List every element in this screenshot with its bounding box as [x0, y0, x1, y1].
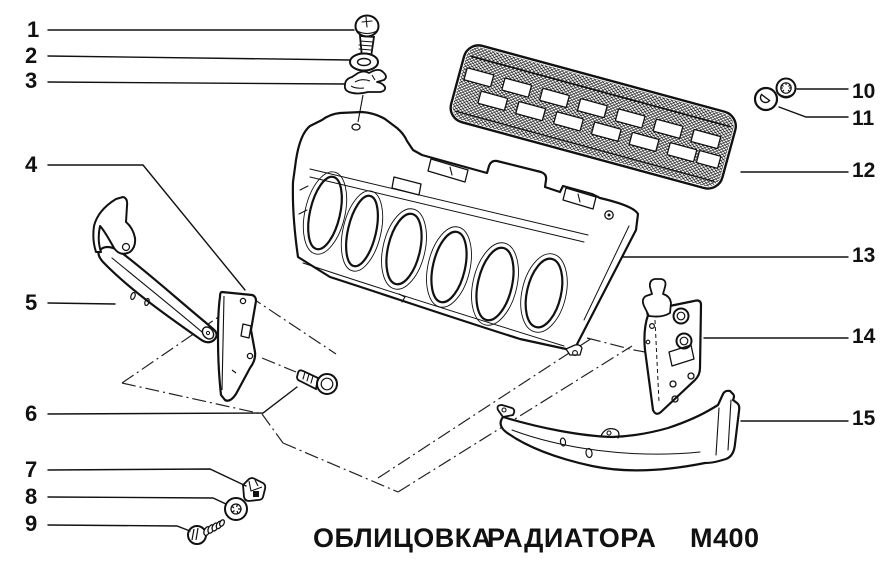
part-4-left-bracket — [216, 290, 258, 402]
callout-number-3: 3 — [25, 68, 38, 93]
callout-number-7: 7 — [25, 457, 38, 482]
part-8-lock-washer — [224, 497, 248, 521]
part-14-right-bracket — [641, 278, 703, 415]
part-10-nut — [775, 77, 797, 99]
callout-number-13: 13 — [852, 244, 876, 267]
callout-number-2: 2 — [25, 43, 38, 68]
caption-model-code: М400 — [690, 523, 760, 553]
callout-number-14: 14 — [852, 325, 876, 348]
part-1-screw — [354, 14, 380, 60]
part-11-washer — [753, 86, 779, 112]
callout-number-9: 9 — [25, 511, 38, 536]
part-9-screw — [187, 519, 226, 545]
caption-word-2: РАДИАТОРА — [487, 523, 657, 553]
part-15-right-molding — [496, 389, 741, 472]
callout-number-10: 10 — [852, 80, 876, 103]
callout-number-12: 12 — [852, 159, 876, 182]
callout-number-8: 8 — [25, 484, 38, 509]
callout-number-5: 5 — [25, 290, 38, 315]
part-3-spring-clip — [343, 68, 387, 123]
figure-caption: ОБЛИЦОВКА РАДИАТОРА М400 — [0, 524, 892, 554]
callout-number-6: 6 — [25, 401, 38, 426]
callout-number-1: 1 — [27, 17, 40, 42]
leader-lines — [47, 29, 849, 532]
part-7-clip — [242, 477, 267, 502]
callout-number-15: 15 — [852, 407, 876, 430]
part-5-left-molding — [92, 196, 218, 344]
part-6-bolt — [296, 369, 338, 395]
callout-number-11: 11 — [852, 107, 875, 130]
part-13-grille-panel — [291, 110, 640, 356]
caption-word-1: ОБЛИЦОВКА — [313, 523, 492, 553]
callout-number-4: 4 — [25, 152, 38, 177]
part-2-washer — [349, 52, 379, 72]
part-12-grille-mesh — [449, 44, 737, 190]
